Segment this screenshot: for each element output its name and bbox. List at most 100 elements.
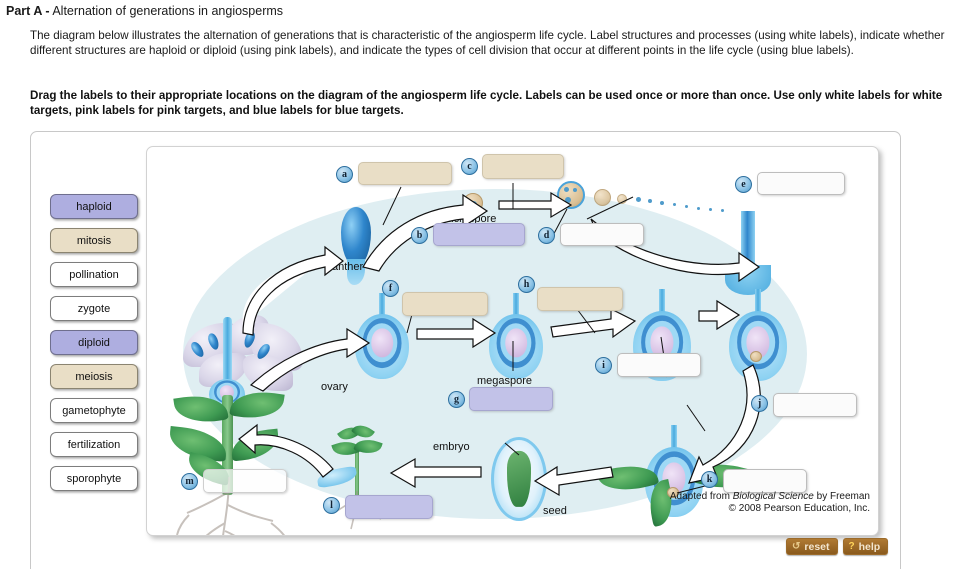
megaspore-stage-illustration [489,293,543,379]
pollen-trail-dot [636,197,641,202]
seedling-stem [355,447,359,495]
badge-letter: g [454,394,459,405]
pollen-nucleus-icon [564,187,569,192]
target-badge-h: h [518,276,535,293]
ovary-stage-illustration [355,293,409,379]
label-text: meiosis [75,370,113,383]
pollen-grain-illustration [557,181,585,209]
pollen-trail-dot [697,207,700,210]
attribution-post: by Freeman [813,491,870,502]
drop-target-f[interactable] [402,292,488,316]
drop-target-c[interactable] [482,154,564,179]
label-text: pollination [69,268,119,281]
draggable-label-fertilization[interactable]: fertilization [50,432,138,457]
part-title-text: Alternation of generations in angiosperm… [52,4,284,18]
attribution-pre: Adapted from [669,491,733,502]
target-badge-a: a [336,166,353,183]
target-badge-l: l [323,497,340,514]
drop-target-d[interactable] [560,223,644,246]
reset-button[interactable]: ↺ reset [786,538,838,555]
life-cycle-diagram: anther microspore [146,146,879,536]
reset-button-label: reset [804,540,830,553]
attribution-line-2: © 2008 Pearson Education, Inc. [728,503,870,514]
pollen-trail-dot [685,205,688,208]
drop-target-e[interactable] [757,172,845,195]
seed-illustration [491,437,547,521]
egg-stage-illustration [729,289,787,381]
label-text: diploid [78,336,110,349]
label-text: fertilization [67,438,121,451]
draggable-label-sporophyte[interactable]: sporophyte [50,466,138,491]
question-mark-icon: ? [848,541,855,552]
drop-target-a[interactable] [358,162,452,185]
megaspore-nucleus [505,328,527,358]
draggable-label-diploid[interactable]: diploid [50,330,138,355]
plant-stem [222,395,233,495]
label-bank: haploid mitosis pollination zygote diplo… [50,194,138,500]
label-text: gametophyte [62,404,126,417]
flower-style-illustration [223,317,232,383]
target-badge-f: f [382,280,399,297]
drop-target-h[interactable] [537,287,623,311]
ovary-stalk [378,293,386,323]
target-badge-i: i [595,357,612,374]
intro-paragraph: The diagram below illustrates the altern… [30,29,945,58]
reset-icon: ↺ [792,541,801,552]
target-badge-b: b [411,227,428,244]
drop-target-j[interactable] [773,393,857,417]
part-label: Part A - [6,4,50,18]
pollen-trail-dot [660,201,664,205]
page-title: Part A - Alternation of generations in a… [6,4,283,18]
label-text: mitosis [76,234,112,247]
target-badge-d: d [538,227,555,244]
pollen-nucleus-icon [565,197,571,203]
draggable-label-zygote[interactable]: zygote [50,296,138,321]
target-badge-k: k [701,471,718,488]
badge-letter: c [467,161,472,172]
draggable-label-pollination[interactable]: pollination [50,262,138,287]
diagram-controls: ↺ reset ? help [786,538,889,555]
draggable-label-gametophyte[interactable]: gametophyte [50,398,138,423]
label-text: haploid [76,200,112,213]
pollen-trail-dot [673,203,676,206]
draggable-label-mitosis[interactable]: mitosis [50,228,138,253]
caption-embryo: embryo [433,441,470,453]
target-badge-e: e [735,176,752,193]
pollen-trail-grain [617,194,627,204]
badge-letter: f [388,283,393,294]
drop-target-l[interactable] [345,495,433,519]
caption-seed: seed [543,505,567,517]
anther-filament [347,259,365,285]
attribution: Adapted from Biological Science by Freem… [670,491,870,515]
egg-sac-nucleus [746,326,770,358]
egg-cell-icon [750,351,762,362]
badge-letter: b [416,230,423,241]
badge-letter: a [342,169,347,180]
pollen-trail-dot [709,208,712,211]
help-button-label: help [858,540,881,553]
embryo-illustration [507,450,531,508]
badge-letter: i [602,360,605,371]
drop-target-m[interactable] [203,469,287,493]
draggable-label-haploid[interactable]: haploid [50,194,138,219]
badge-letter: j [757,398,762,409]
label-text: sporophyte [66,472,122,485]
label-text: zygote [77,302,111,315]
drop-target-b[interactable] [433,223,525,246]
badge-letter: l [330,500,333,511]
drop-target-i[interactable] [617,353,701,377]
drop-target-g[interactable] [469,387,553,411]
draggable-label-meiosis[interactable]: meiosis [50,364,138,389]
ovule-stalk [754,289,762,321]
attribution-line-1: Adapted from Biological Science by Freem… [670,491,870,503]
ovule-stalk [670,425,678,457]
instruction-paragraph: Drag the labels to their appropriate loc… [30,89,943,118]
drop-target-k[interactable] [723,469,807,493]
target-badge-j: j [751,395,768,412]
ovary-nucleus [371,328,393,358]
badge-letter: k [706,474,713,485]
help-button[interactable]: ? help [842,538,889,555]
caption-ovary: ovary [321,381,348,393]
pollen-trail-grain [594,189,611,206]
